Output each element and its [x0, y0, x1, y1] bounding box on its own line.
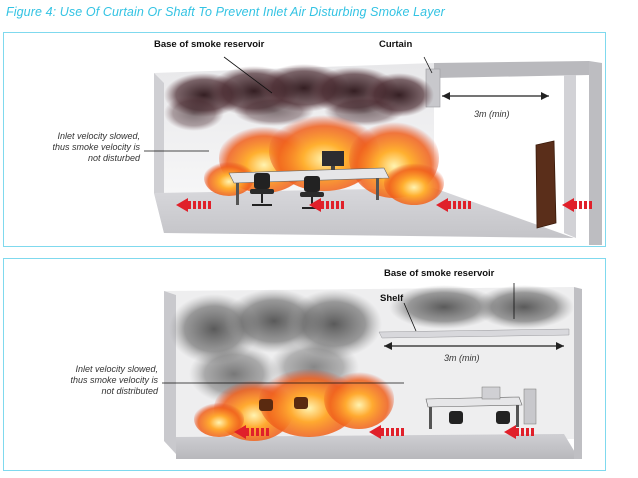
inlet-air-arrows	[234, 425, 534, 439]
shelf	[378, 328, 570, 339]
dimension-arrow-3m	[442, 92, 549, 100]
note-line: Inlet velocity slowed,	[57, 131, 140, 141]
office-desk	[425, 386, 537, 429]
label-base-of-smoke-reservoir: Base of smoke reservoir	[154, 39, 265, 50]
figure-title: Figure 4: Use Of Curtain Or Shaft To Pre…	[6, 5, 445, 19]
office-chairs	[259, 397, 510, 424]
floor	[154, 188, 574, 238]
smoke-layer	[169, 285, 574, 404]
diagram-panel-curtain: Base of smoke reservoir Curtain 3m (min)…	[3, 32, 606, 247]
note-line: thus smoke velocity is	[70, 375, 158, 385]
diagram-panel-shelf: Base of smoke reservoir Shelf 3m (min) I…	[3, 258, 606, 471]
note-inlet-velocity: Inlet velocity slowed, thus smoke veloci…	[6, 131, 140, 164]
inlet-air-arrows	[176, 198, 592, 212]
door	[535, 140, 557, 229]
note-line: not distributed	[101, 386, 158, 396]
dimension-arrow-3m	[384, 342, 564, 350]
label-dimension-3m: 3m (min)	[474, 109, 510, 119]
room-illustration-shelf	[162, 283, 582, 459]
right-wall-post	[564, 75, 576, 238]
floor	[176, 434, 579, 459]
label-curtain: Curtain	[379, 39, 413, 50]
note-line: not disturbed	[87, 153, 140, 163]
label-dimension-3m: 3m (min)	[444, 353, 480, 363]
room-illustration-curtain	[144, 56, 602, 245]
note-inlet-velocity: Inlet velocity slowed, thus smoke veloci…	[6, 364, 158, 397]
note-line: thus smoke velocity is	[52, 142, 140, 152]
note-line: Inlet velocity slowed,	[75, 364, 158, 374]
label-shelf: Shelf	[380, 293, 404, 304]
label-base-of-smoke-reservoir: Base of smoke reservoir	[384, 268, 495, 279]
